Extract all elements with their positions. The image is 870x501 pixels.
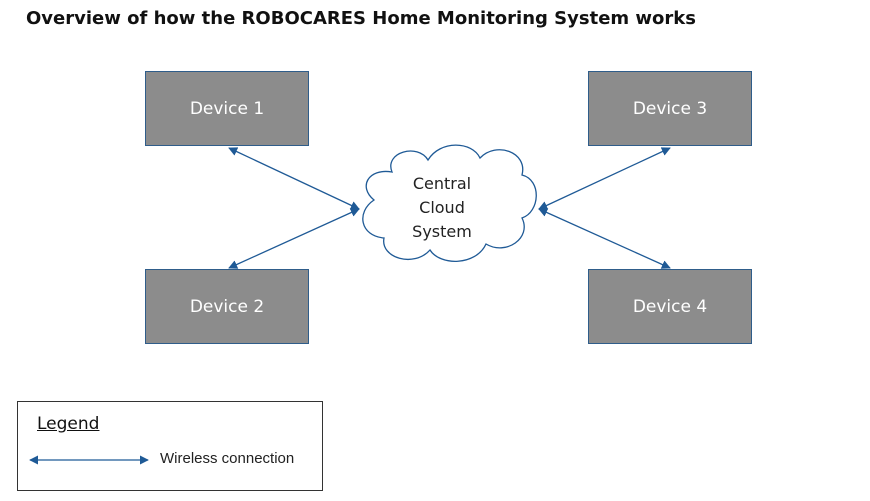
device-1-box: Device 1	[145, 71, 309, 146]
central-cloud-label: Central Cloud System	[392, 172, 492, 244]
wireless-link-device-4	[538, 208, 671, 269]
device-3-label: Device 3	[632, 98, 708, 119]
wireless-link-device-1	[228, 147, 360, 210]
legend-box: Legend Wireless connection	[17, 401, 323, 491]
cloud-label-line: Central	[412, 174, 472, 193]
legend-wireless-label: Wireless connection	[160, 450, 295, 467]
cloud-shape	[362, 144, 537, 262]
device-4-box: Device 4	[588, 269, 752, 344]
device-1-label: Device 1	[189, 98, 265, 119]
cloud-label-line: System	[412, 222, 472, 241]
wireless-link-device-3	[538, 147, 671, 210]
device-2-label: Device 2	[189, 296, 265, 317]
cloud-label-line: Cloud	[419, 198, 465, 217]
legend-title: Legend	[37, 414, 100, 434]
device-3-box: Device 3	[588, 71, 752, 146]
wireless-link-device-2	[228, 208, 360, 269]
diagram-title: Overview of how the ROBOCARES Home Monit…	[26, 8, 696, 29]
double-arrow-icon	[29, 455, 149, 465]
device-2-box: Device 2	[145, 269, 309, 344]
device-4-label: Device 4	[632, 296, 708, 317]
